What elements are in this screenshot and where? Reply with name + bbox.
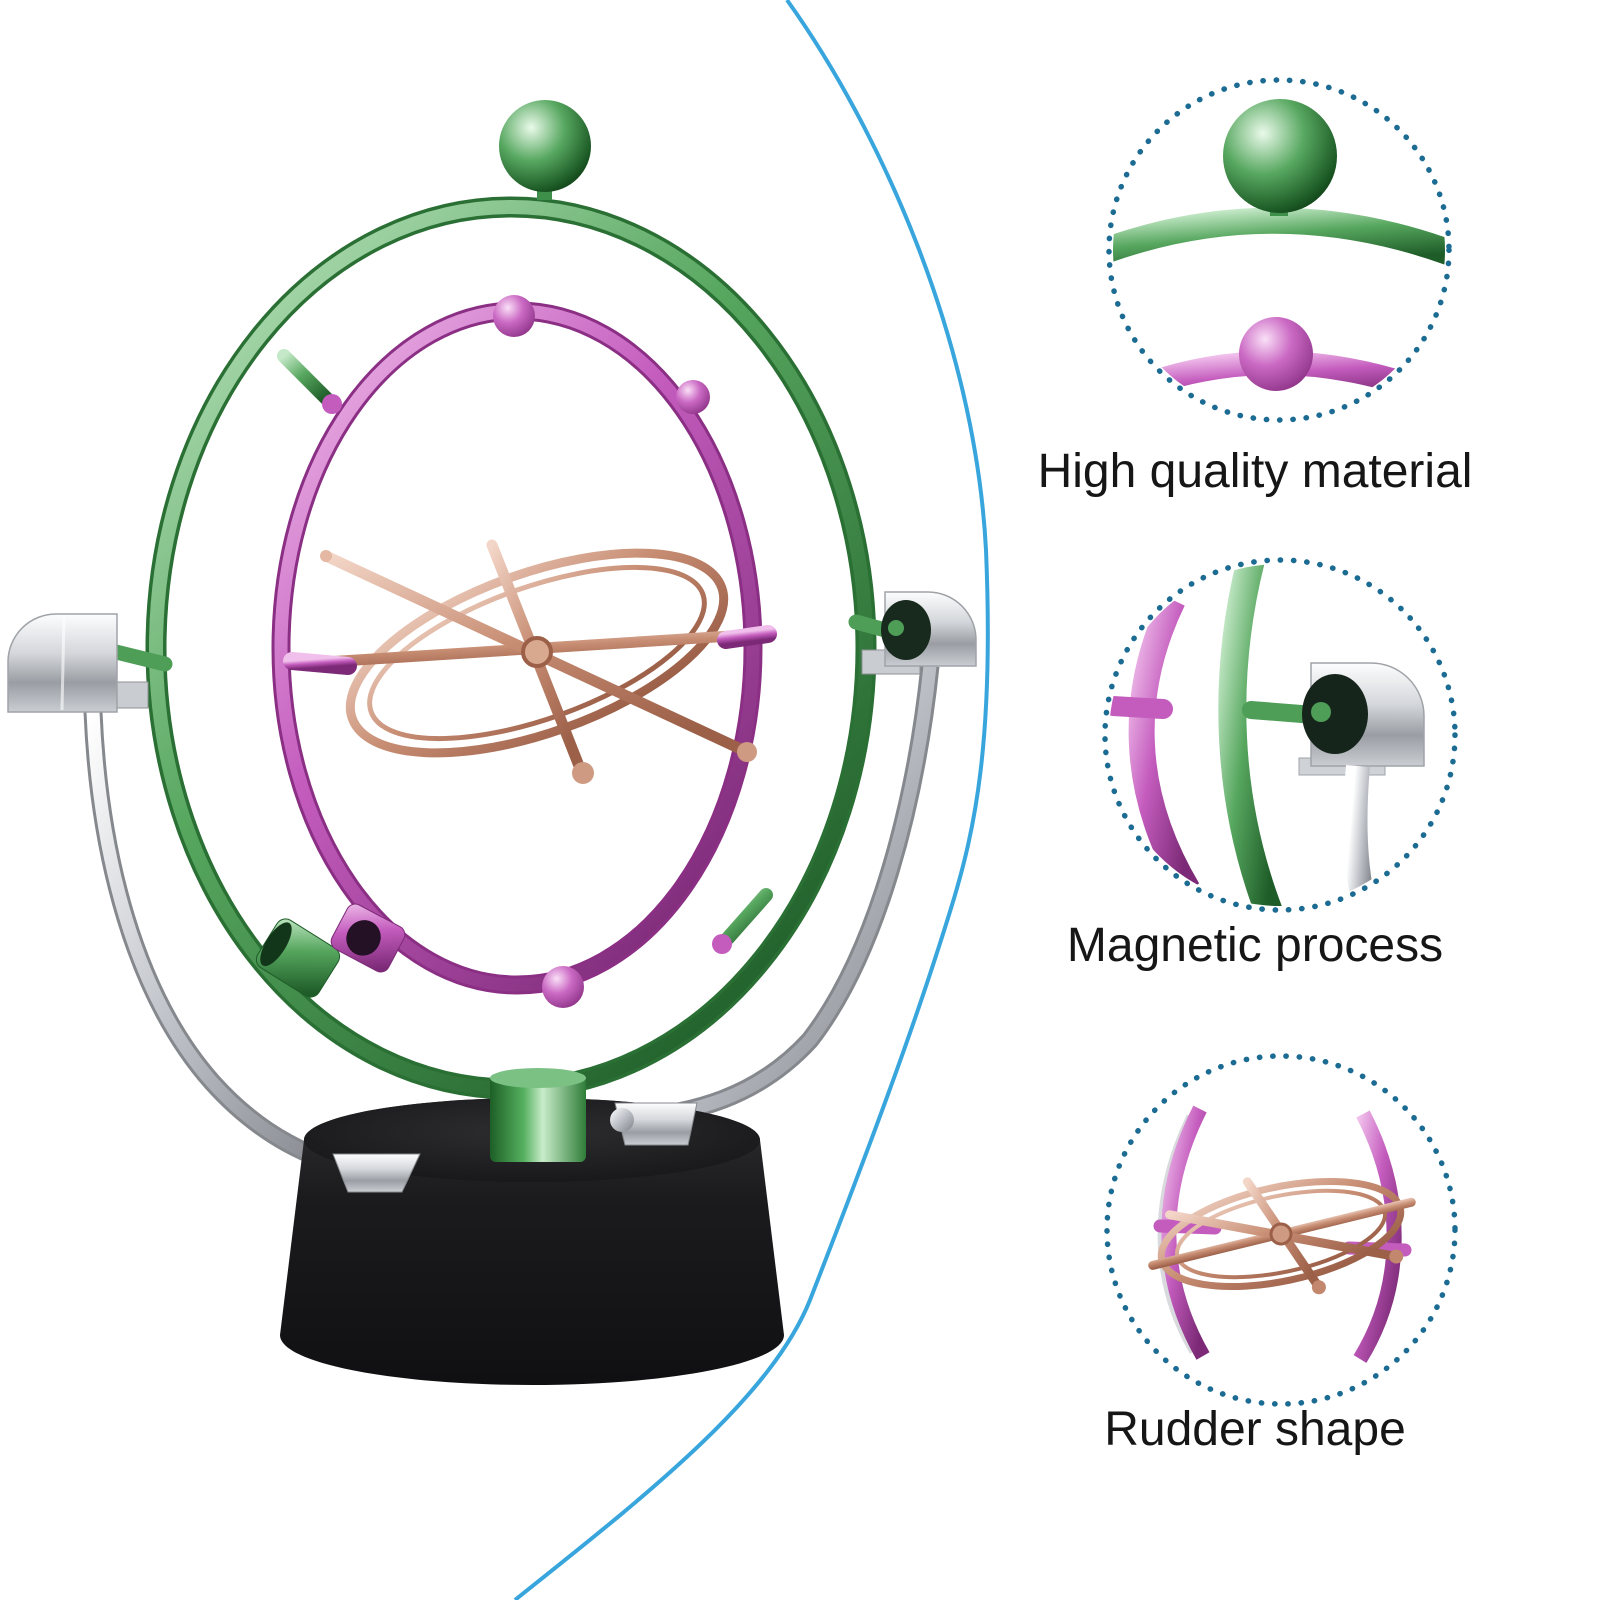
base-hub-green [490,1068,586,1162]
purple-ball-closeup [1239,317,1313,391]
inner-ring-purple [271,295,763,1008]
caption-rudder-shape: Rudder shape [1104,1403,1406,1456]
caption-magnetic-process: Magnetic process [1066,919,1444,972]
divider-curve [513,0,990,1600]
rudder-hub [521,636,553,668]
purple-magnet-weight [330,903,406,973]
rudder-closeup [1148,1177,1416,1295]
caption-high-quality-material: High quality material [1037,445,1473,498]
purple-joint-nub-upper [322,394,342,414]
dotted-ring [1102,557,1458,913]
callout-magnetic-process [1102,557,1458,913]
purple-knob-right [676,380,710,414]
green-connector-stub-lower [721,888,773,945]
callout-high-quality-material [1106,77,1452,423]
arm-bracket-left [332,1153,421,1193]
rudder-wheel [283,539,777,784]
stand-arm-right [638,665,940,1128]
axle-stub-purple-right [717,625,777,649]
green-finial-ball [499,100,591,192]
dotted-ring [1106,77,1452,423]
callout-rudder-shape [1104,1053,1458,1407]
pivot-clamp-right [861,591,977,675]
product-photo [7,100,977,1385]
green-ball-closeup [1223,99,1337,213]
axle-stub-purple-left [283,652,357,675]
green-magnet-weight [255,918,341,998]
arm-bracket-right [610,1102,698,1146]
dotted-ring [1104,1053,1458,1407]
pivot-clamp-left [7,613,149,713]
green-connector-stub-upper [277,349,337,409]
purple-ball-top [493,295,535,337]
purple-joint-nub-lower [712,934,732,954]
purple-ball-bottom [542,966,584,1008]
